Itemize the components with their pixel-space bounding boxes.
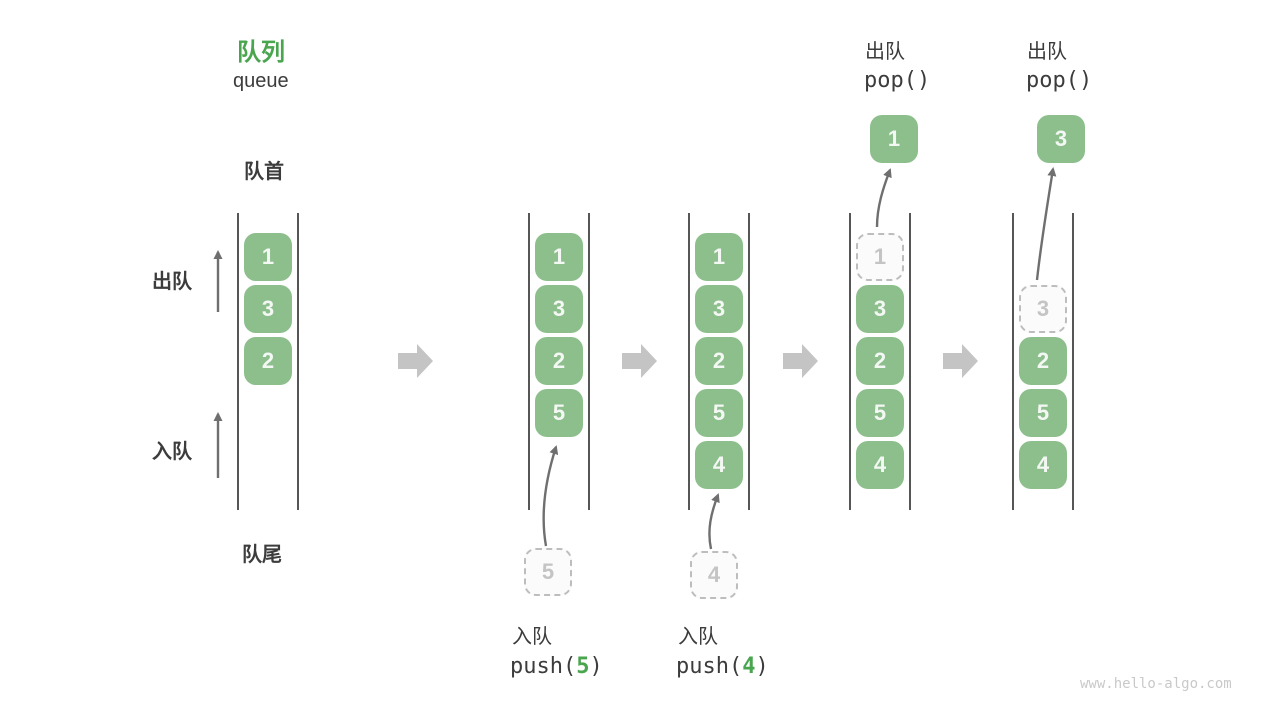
queue-item: 1 (695, 233, 743, 281)
incoming-item-dashed: 4 (690, 551, 738, 599)
queue-channel-3 (688, 213, 750, 510)
queue-item: 5 (535, 389, 583, 437)
queue-channel-1 (237, 213, 299, 510)
pop-code-label: pop() (1026, 68, 1093, 93)
watermark: www.hello-algo.com (1080, 676, 1232, 692)
queue-item: 3 (244, 285, 292, 333)
queue-channel-5 (1012, 213, 1074, 510)
queue-item: 4 (1019, 441, 1067, 489)
dequeue-side-label: 出队 (152, 271, 192, 293)
enqueue-side-label: 入队 (152, 441, 192, 463)
incoming-item-dashed: 5 (524, 548, 572, 596)
diagram-title-en: queue (233, 70, 289, 92)
queue-item: 5 (1019, 389, 1067, 437)
code-suffix: ) (755, 654, 769, 679)
queue-item: 1 (244, 233, 292, 281)
code-suffix: ) (589, 654, 603, 679)
push-code-label: push(4) (676, 654, 769, 679)
queue-item: 1 (535, 233, 583, 281)
pop-code-label: pop() (864, 68, 931, 93)
queue-item: 5 (856, 389, 904, 437)
code-arg: 5 (576, 654, 590, 679)
step-arrow-icon (398, 344, 433, 378)
queue-item: 2 (695, 337, 743, 385)
queue-item: 2 (856, 337, 904, 385)
diagram-title-zh: 队列 (237, 39, 285, 66)
dequeue-annotation-label: 出队 (865, 41, 905, 63)
code-prefix: push( (676, 654, 743, 679)
queue-item: 2 (244, 337, 292, 385)
popped-item: 3 (1037, 115, 1085, 163)
dequeued-slot-dashed: 1 (856, 233, 904, 281)
enqueue-annotation-label: 入队 (678, 626, 718, 648)
popped-item: 1 (870, 115, 918, 163)
queue-item: 3 (856, 285, 904, 333)
queue-item: 4 (856, 441, 904, 489)
queue-item: 4 (695, 441, 743, 489)
queue-item: 3 (695, 285, 743, 333)
code-arg: 4 (742, 654, 756, 679)
queue-channel-2 (528, 213, 590, 510)
queue-channel-4 (849, 213, 911, 510)
queue-item: 2 (535, 337, 583, 385)
queue-rear-label: 队尾 (242, 544, 282, 566)
queue-front-label: 队首 (244, 161, 284, 183)
step-arrow-icon (783, 344, 818, 378)
dequeue-annotation-label: 出队 (1027, 41, 1067, 63)
step-arrow-icon (943, 344, 978, 378)
step-arrow-icon (622, 344, 657, 378)
enqueue-annotation-label: 入队 (512, 626, 552, 648)
queue-item: 2 (1019, 337, 1067, 385)
queue-item: 3 (535, 285, 583, 333)
push-code-label: push(5) (510, 654, 603, 679)
code-prefix: push( (510, 654, 577, 679)
dequeued-slot-dashed: 3 (1019, 285, 1067, 333)
queue-item: 5 (695, 389, 743, 437)
